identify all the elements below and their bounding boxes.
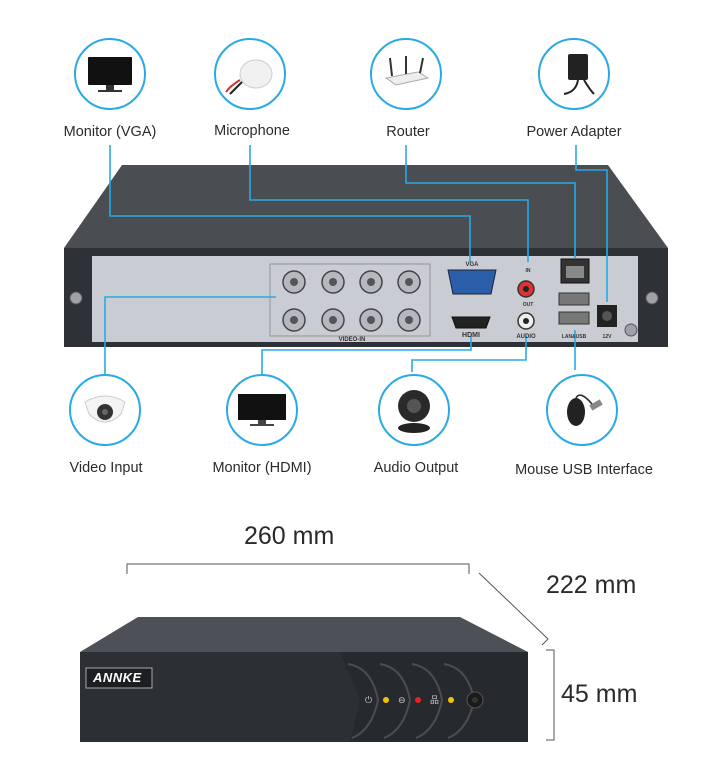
connection-lines xyxy=(104,145,608,390)
monitor-vga-circle xyxy=(74,38,146,110)
dvr-top xyxy=(80,617,528,652)
usb-port-1 xyxy=(558,292,590,306)
monitor-hdmi-label: Monitor (HDMI) xyxy=(212,460,312,476)
router-circle xyxy=(370,38,442,110)
height-dimension: 45 mm xyxy=(561,680,638,708)
router-label: Router xyxy=(386,124,430,140)
video-input-circle xyxy=(69,374,141,446)
dvr-front xyxy=(80,652,528,742)
mouse-usb-circle xyxy=(546,374,618,446)
hdmi-label: HDMI xyxy=(462,332,480,339)
monitor-icon xyxy=(238,394,286,426)
vga-label: VGA xyxy=(465,262,479,268)
width-dimension: 260 mm xyxy=(244,522,335,550)
video-in-label: VIDEO-IN xyxy=(338,337,366,343)
hdmi-port xyxy=(451,316,491,329)
power-icon: ⏻ xyxy=(365,695,372,706)
microphone-circle xyxy=(214,38,286,110)
dimension-lines xyxy=(126,563,555,741)
audio-label: AUDIO xyxy=(516,334,536,340)
speaker-icon xyxy=(398,390,430,433)
dome-camera-icon xyxy=(84,395,126,423)
hdd-icon: ⊖ xyxy=(398,696,406,706)
ir-receiver xyxy=(466,691,484,709)
power-label: 12V xyxy=(602,334,612,340)
power-adapter-label: Power Adapter xyxy=(526,124,622,140)
audio-output-label: Audio Output xyxy=(373,460,459,476)
brand-logo: ANNKE xyxy=(93,670,142,685)
power-led xyxy=(383,697,389,703)
bnc-ports xyxy=(269,263,431,337)
vga-port xyxy=(447,269,497,295)
monitor-vga-label: Monitor (VGA) xyxy=(63,124,157,140)
dvr-top-surface xyxy=(64,165,668,248)
screw-right xyxy=(645,291,659,305)
mouse-icon xyxy=(567,394,603,426)
monitor-icon xyxy=(88,57,132,92)
microphone-label: Microphone xyxy=(214,123,290,139)
power-adapter-circle xyxy=(538,38,610,110)
hdd-led xyxy=(415,697,421,703)
router-icon xyxy=(384,56,430,86)
audio-out-label: OUT xyxy=(522,302,534,308)
audio-output-circle xyxy=(378,374,450,446)
usb-port-2 xyxy=(558,311,590,325)
power-adapter-icon xyxy=(563,54,595,95)
network-led xyxy=(448,697,454,703)
ground-screw xyxy=(624,323,638,337)
depth-dimension: 222 mm xyxy=(546,571,637,599)
screw-left xyxy=(69,291,83,305)
network-icon: 品 xyxy=(430,695,439,706)
monitor-hdmi-circle xyxy=(226,374,298,446)
audio-in-label: IN xyxy=(525,268,531,274)
lan-usb-label: LAN&USB xyxy=(561,334,587,340)
mouse-usb-label: Mouse USB Interface xyxy=(515,462,653,478)
microphone-icon xyxy=(225,59,273,95)
connection-diagram xyxy=(64,145,668,390)
video-input-label: Video Input xyxy=(69,460,143,476)
